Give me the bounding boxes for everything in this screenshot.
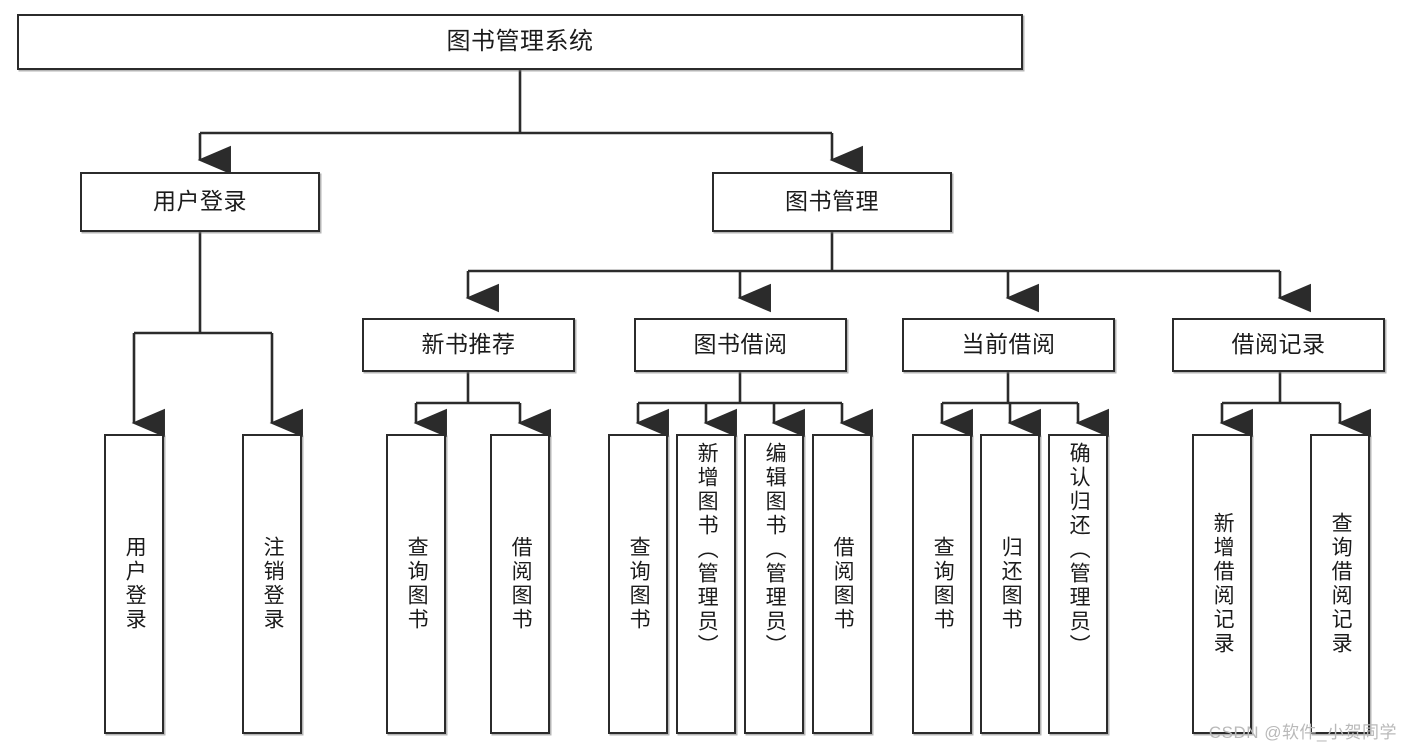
node-user-login[interactable]: 用户登录 <box>80 172 320 232</box>
leaf-borrow-borrow-book[interactable]: 借阅图书 <box>812 434 872 734</box>
leaf-user-login-logout[interactable]: 注销登录 <box>242 434 302 734</box>
leaf-borrow-search-book[interactable]: 查询图书 <box>608 434 668 734</box>
node-borrow-records[interactable]: 借阅记录 <box>1172 318 1385 372</box>
node-current-borrowing[interactable]: 当前借阅 <box>902 318 1115 372</box>
leaf-borrow-edit-book-admin[interactable]: 编辑图书（管理员） <box>744 434 804 734</box>
leaf-borrow-add-book-admin[interactable]: 新增图书（管理员） <box>676 434 736 734</box>
leaf-current-return-book[interactable]: 归还图书 <box>980 434 1040 734</box>
leaf-user-login-login[interactable]: 用户登录 <box>104 434 164 734</box>
leaf-records-search-record[interactable]: 查询借阅记录 <box>1310 434 1370 734</box>
node-root-book-management-system[interactable]: 图书管理系统 <box>17 14 1023 70</box>
node-book-management[interactable]: 图书管理 <box>712 172 952 232</box>
leaf-current-search-book[interactable]: 查询图书 <box>912 434 972 734</box>
leaf-new-books-search-book[interactable]: 查询图书 <box>386 434 446 734</box>
node-new-book-recommendation[interactable]: 新书推荐 <box>362 318 575 372</box>
node-book-borrowing[interactable]: 图书借阅 <box>634 318 847 372</box>
leaf-records-add-record[interactable]: 新增借阅记录 <box>1192 434 1252 734</box>
leaf-new-books-borrow-book[interactable]: 借阅图书 <box>490 434 550 734</box>
leaf-current-confirm-return-admin[interactable]: 确认归还（管理员） <box>1048 434 1108 734</box>
watermark-text: CSDN @软件_小贺同学 <box>1208 723 1397 742</box>
